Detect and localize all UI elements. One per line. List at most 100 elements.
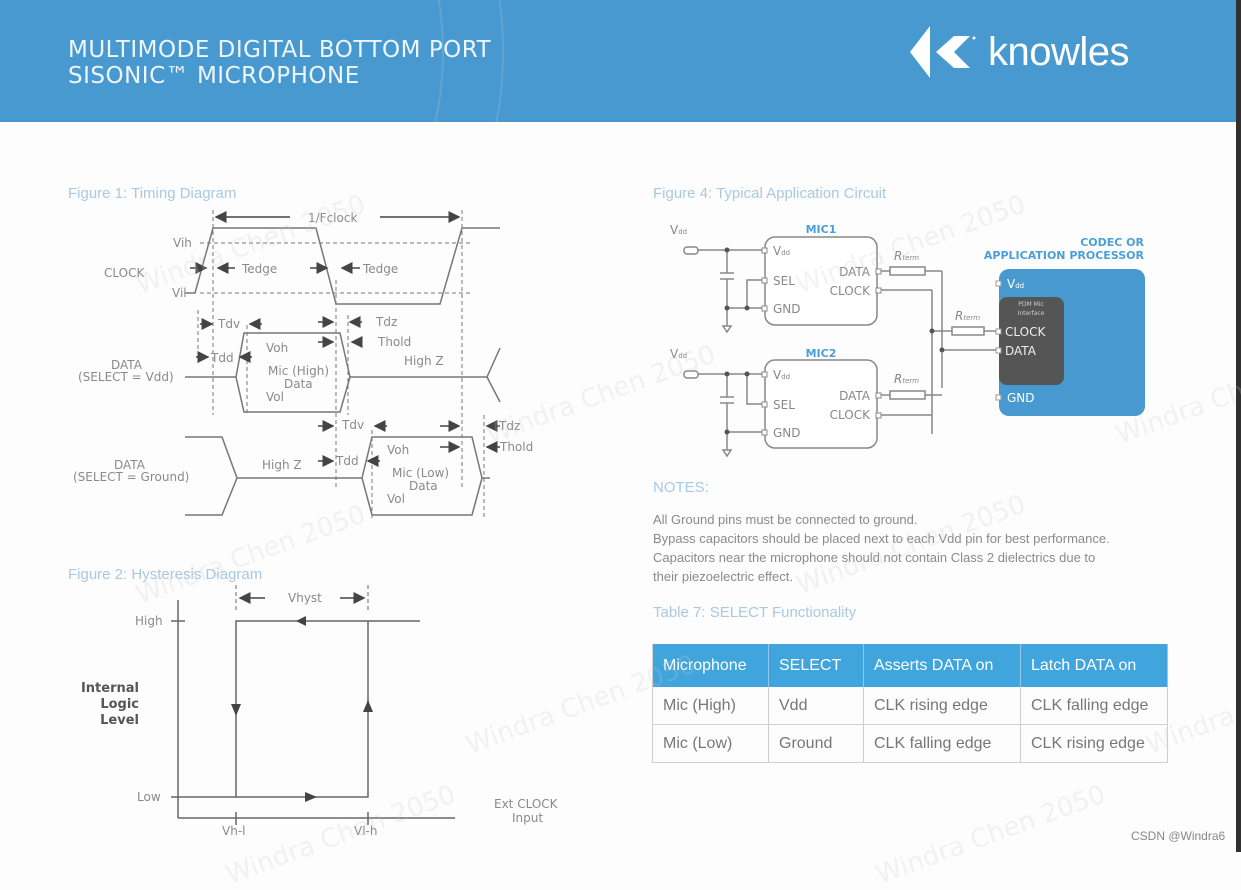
vih-label: Vih	[173, 236, 192, 250]
mic-high-label: Mic (High)	[268, 364, 329, 378]
x-label-1: Ext CLOCK	[494, 797, 559, 811]
tdv-label-1: Tdv	[217, 317, 240, 331]
x-label-2: Input	[512, 811, 543, 825]
logo-text: knowles	[988, 29, 1130, 74]
knowles-chevron-logo-icon	[910, 26, 976, 78]
mic1-gnd-pin: GND	[773, 302, 801, 316]
codec-data-pin: DATA	[1005, 344, 1037, 358]
codec-label-1: CODEC OR	[1080, 236, 1144, 249]
mic-low-data-label: Data	[409, 479, 438, 493]
mic2-gnd-pin: GND	[773, 426, 801, 440]
title-line-2: SISONIC™ MICROPHONE	[68, 63, 360, 89]
mic1-label: MIC1	[806, 223, 837, 236]
vlh-label: Vl-h	[354, 824, 377, 838]
application-circuit: Vdd Vdd Vdd SEL GND DATA CLOCK Vdd SEL G…	[670, 223, 1145, 458]
select-vdd-label: (SELECT = Vdd)	[78, 370, 174, 384]
table-cell: Vdd	[768, 687, 864, 725]
mic2-vdd-pin: Vdd	[773, 368, 790, 382]
table7-title: Table 7: SELECT Functionality	[653, 604, 857, 621]
data-vdd-label: DATA	[111, 358, 143, 372]
mic1-clock-pin: CLOCK	[830, 284, 871, 298]
table-cell: CLK rising edge	[863, 687, 1021, 725]
table-cell: CLK falling edge	[863, 724, 1021, 763]
rterm-3-label: Rterm	[955, 309, 980, 323]
voh-label-2: Voh	[387, 443, 409, 457]
mic1-vdd-pin: Vdd	[773, 244, 790, 258]
y-label-2: Logic	[100, 697, 139, 712]
high-z-label-2: High Z	[262, 458, 302, 472]
clock-label: CLOCK	[104, 266, 145, 280]
rterm-1-label: Rterm	[894, 249, 919, 263]
col-header-select: SELECT	[768, 644, 864, 687]
mic2-sel-pin: SEL	[773, 398, 795, 412]
low-label: Low	[137, 790, 161, 804]
mic1-data-pin: DATA	[839, 265, 871, 279]
vhyst-label: Vhyst	[288, 591, 322, 605]
tedge-label-2: Tedge	[362, 262, 398, 276]
vil-label: Vil	[172, 286, 187, 300]
hysteresis-diagram: Vhyst High Low Vh-l Vl-h Ext CLOCK Input…	[81, 585, 559, 838]
mic-low-label: Mic (Low)	[392, 466, 449, 480]
decorative-arc	[0, 0, 504, 122]
table-cell: Ground	[768, 724, 864, 763]
hysteresis-loop	[235, 620, 420, 798]
note-line: their piezoelectric effect.	[653, 569, 793, 584]
thold-label-1: Thold	[377, 335, 411, 349]
vdd1-label: Vdd	[670, 223, 687, 237]
header-banner: MULTIMODE DIGITAL BOTTOM PORT SISONIC™ M…	[0, 0, 1236, 122]
pdm-interface-block	[999, 297, 1064, 385]
table-cell: Mic (Low)	[652, 724, 769, 763]
mic2-clock-pin: CLOCK	[830, 408, 871, 422]
knowles-logo: knowles	[908, 24, 1130, 80]
mic-high-data-label: Data	[284, 377, 313, 391]
high-label: High	[135, 614, 163, 628]
y-label-3: Level	[100, 713, 139, 728]
table-cell: CLK rising edge	[1020, 724, 1168, 763]
table-header-row: Microphone SELECT Asserts DATA on Latch …	[652, 644, 1168, 687]
title-line-1: MULTIMODE DIGITAL BOTTOM PORT	[68, 37, 492, 63]
footer-credit: CSDN @Windra6	[1131, 829, 1226, 843]
period-label: 1/Fclock	[308, 211, 357, 225]
pdm-label-2: Interface	[1018, 310, 1045, 317]
high-z-label-1: High Z	[404, 354, 444, 368]
tdv-label-2: Tdv	[341, 418, 364, 432]
codec-label-2: APPLICATION PROCESSOR	[984, 249, 1145, 262]
vol-label-2: Vol	[387, 492, 405, 506]
mic1-sel-pin: SEL	[773, 274, 795, 288]
tedge-label-1: Tedge	[241, 262, 277, 276]
notes-title: NOTES:	[653, 479, 709, 496]
pdm-label-1: PDM Mic	[1018, 301, 1043, 308]
select-functionality-table: Microphone SELECT Asserts DATA on Latch …	[652, 644, 1168, 763]
tdd-label-1: Tdd	[210, 351, 234, 365]
mic2-label: MIC2	[806, 347, 837, 360]
note-line: All Ground pins must be connected to gro…	[653, 512, 918, 527]
note-line: Bypass capacitors should be placed next …	[653, 531, 1110, 546]
watermark: Windra Chen 2050	[872, 779, 1110, 890]
figure4-title: Figure 4: Typical Application Circuit	[653, 185, 887, 202]
codec-vdd-pin: Vdd	[1007, 277, 1024, 291]
rterm-2-label: Rterm	[894, 372, 919, 386]
table-cell: Mic (High)	[652, 687, 769, 725]
data-gnd-label: DATA	[114, 458, 146, 472]
data-vdd-upper	[185, 332, 487, 378]
table-cell: CLK falling edge	[1020, 687, 1168, 725]
mic2-data-pin: DATA	[839, 389, 871, 403]
col-header-latch: Latch DATA on	[1020, 644, 1168, 687]
figure1-title: Figure 1: Timing Diagram	[68, 185, 237, 202]
col-header-microphone: Microphone	[652, 644, 769, 687]
y-label-1: Internal	[81, 681, 139, 696]
timing-diagram: 1/Fclock Vih Vil CLOCK Tedge Tedge Tdv T…	[73, 210, 533, 518]
codec-gnd-pin: GND	[1007, 391, 1035, 405]
notes-body: All Ground pins must be connected to gro…	[653, 510, 1173, 586]
codec-clock-pin: CLOCK	[1005, 325, 1046, 339]
page-title: MULTIMODE DIGITAL BOTTOM PORT SISONIC™ M…	[68, 37, 491, 89]
tdz-label-1: Tdz	[375, 315, 397, 329]
vdd2-label: Vdd	[670, 347, 687, 361]
voh-label-1: Voh	[266, 341, 288, 355]
col-header-asserts: Asserts DATA on	[863, 644, 1021, 687]
vol-label-1: Vol	[266, 390, 284, 404]
thold-label-2: Thold	[499, 440, 533, 454]
page-edge	[1236, 0, 1241, 852]
select-gnd-label: (SELECT = Ground)	[73, 470, 189, 484]
table-row: Mic (Low) Ground CLK falling edge CLK ri…	[652, 724, 1168, 763]
